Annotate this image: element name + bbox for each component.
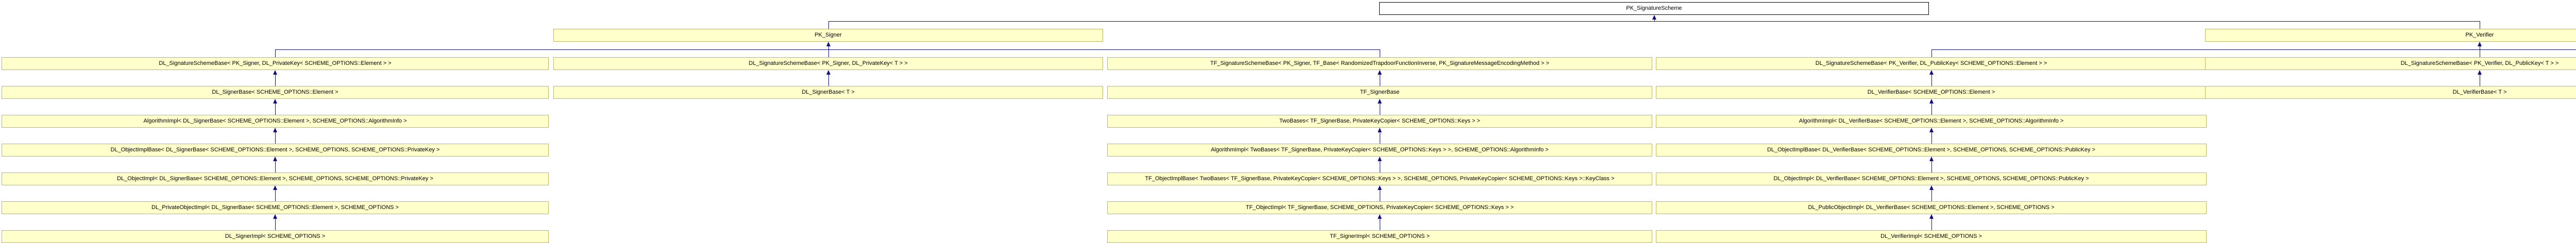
inheritance-edge	[1931, 136, 1932, 144]
inheritance-arrowhead	[1929, 214, 1934, 219]
inheritance-edge	[1931, 219, 1932, 223]
inheritance-arrowhead	[273, 185, 277, 190]
class-node-a8[interactable]: DL_PrivateObjectImpl< DL_SignerBase< SCH…	[2, 201, 549, 214]
inheritance-edge	[275, 75, 276, 79]
inheritance-edge	[1931, 165, 1932, 172]
inheritance-edge	[1931, 75, 1932, 79]
class-node-c7[interactable]: TF_ObjectImplBase< TwoBases< TF_SignerBa…	[1107, 172, 1652, 185]
class-node-d6[interactable]: DL_ObjectImplBase< DL_VerifierBase< SCHE…	[1656, 144, 2207, 157]
inheritance-edge	[1931, 103, 1932, 108]
class-node-pk_signature_scheme[interactable]: PK_SignatureScheme	[1379, 2, 1929, 15]
inheritance-edge	[275, 132, 276, 136]
inheritance-edge-bus	[1931, 49, 2576, 50]
inheritance-edge-bus	[275, 49, 1380, 50]
inheritance-arrowhead	[273, 70, 277, 75]
class-node-c3[interactable]: TF_SignatureSchemeBase< PK_Signer, TF_Ba…	[1107, 57, 1652, 70]
class-node-a3[interactable]: DL_SignatureSchemeBase< PK_Signer, DL_Pr…	[2, 57, 549, 70]
inheritance-edge	[275, 219, 276, 223]
class-node-b3[interactable]: DL_SignatureSchemeBase< PK_Signer, DL_Pr…	[553, 57, 1103, 70]
class-node-a4[interactable]: DL_SignerBase< SCHEME_OPTIONS::Element >	[2, 86, 549, 99]
inheritance-edge	[275, 190, 276, 194]
inheritance-edge	[275, 165, 276, 172]
inheritance-arrowhead	[2478, 70, 2482, 75]
inheritance-edge	[1931, 78, 1932, 86]
class-node-d9[interactable]: DL_VerifierImpl< SCHEME_OPTIONS >	[1656, 230, 2207, 243]
class-node-c4[interactable]: TF_SignerBase	[1107, 86, 1652, 99]
class-node-b4[interactable]: DL_SignerBase< T >	[553, 86, 1103, 99]
inheritance-edge	[275, 136, 276, 144]
class-node-c6[interactable]: AlgorithmImpl< TwoBases< TF_SignerBase, …	[1107, 144, 1652, 157]
inheritance-edge	[828, 78, 829, 86]
class-node-d4[interactable]: DL_VerifierBase< SCHEME_OPTIONS::Element…	[1656, 86, 2207, 99]
class-node-e3[interactable]: DL_SignatureSchemeBase< PK_Verifier, DL_…	[2205, 57, 2576, 70]
class-node-a5[interactable]: AlgorithmImpl< DL_SignerBase< SCHEME_OPT…	[2, 115, 549, 128]
inheritance-edge	[1931, 190, 1932, 194]
inheritance-edge	[1931, 132, 1932, 136]
inheritance-edge	[275, 103, 276, 108]
inheritance-edge	[828, 46, 829, 50]
inheritance-edge	[1931, 194, 1932, 201]
inheritance-arrowhead	[1378, 99, 1382, 103]
inheritance-edge	[1931, 49, 1932, 57]
class-node-d3[interactable]: DL_SignatureSchemeBase< PK_Verifier, DL_…	[1656, 57, 2207, 70]
inheritance-arrowhead	[1378, 214, 1382, 219]
inheritance-arrowhead	[1378, 185, 1382, 190]
inheritance-edge	[1654, 20, 1655, 22]
class-node-pk_verifier[interactable]: PK_Verifier	[2205, 29, 2576, 42]
inheritance-arrowhead	[1378, 70, 1382, 75]
inheritance-edge	[828, 21, 829, 29]
inheritance-edge	[275, 222, 276, 230]
class-node-d5[interactable]: AlgorithmImpl< DL_VerifierBase< SCHEME_O…	[1656, 115, 2207, 128]
inheritance-arrowhead	[1378, 128, 1382, 132]
class-node-pk_signer[interactable]: PK_Signer	[553, 29, 1103, 42]
class-node-a9[interactable]: DL_SignerImpl< SCHEME_OPTIONS >	[2, 230, 549, 243]
inheritance-arrowhead	[1929, 128, 1934, 132]
inheritance-edge	[275, 107, 276, 115]
class-node-e4[interactable]: DL_VerifierBase< T >	[2205, 86, 2576, 99]
class-node-a7[interactable]: DL_ObjectImpl< DL_SignerBase< SCHEME_OPT…	[2, 172, 549, 185]
inheritance-arrowhead	[273, 157, 277, 161]
inheritance-edge	[828, 49, 829, 57]
inheritance-arrowhead	[826, 70, 831, 75]
inheritance-edge	[275, 49, 276, 57]
inheritance-arrowhead	[1929, 157, 1934, 161]
inheritance-arrowhead	[1929, 185, 1934, 190]
class-node-d8[interactable]: DL_PublicObjectImpl< DL_VerifierBase< SC…	[1656, 201, 2207, 214]
inheritance-edge	[275, 194, 276, 201]
inheritance-edge	[275, 161, 276, 165]
class-node-c8[interactable]: TF_ObjectImpl< TF_SignerBase, SCHEME_OPT…	[1107, 201, 1652, 214]
class-node-a6[interactable]: DL_ObjectImplBase< DL_SignerBase< SCHEME…	[2, 144, 549, 157]
class-node-c5[interactable]: TwoBases< TF_SignerBase, PrivateKeyCopie…	[1107, 115, 1652, 128]
inheritance-arrowhead	[273, 214, 277, 219]
inheritance-arrowhead	[1929, 99, 1934, 103]
inheritance-arrowhead	[2478, 42, 2482, 46]
inheritance-arrowhead	[826, 42, 831, 46]
inheritance-arrowhead	[273, 99, 277, 103]
inheritance-edge	[1931, 107, 1932, 115]
class-node-c9[interactable]: TF_SignerImpl< SCHEME_OPTIONS >	[1107, 230, 1652, 243]
class-node-d7[interactable]: DL_ObjectImpl< DL_VerifierBase< SCHEME_O…	[1656, 172, 2207, 185]
inheritance-edge	[828, 75, 829, 79]
inheritance-edge	[1931, 222, 1932, 230]
inheritance-edge-bus	[828, 21, 2480, 22]
inheritance-edge	[1931, 161, 1932, 165]
inheritance-arrowhead	[1652, 15, 1656, 20]
inheritance-arrowhead	[1378, 157, 1382, 161]
inheritance-arrowhead	[1929, 70, 1934, 75]
inheritance-edge	[275, 78, 276, 86]
inheritance-arrowhead	[273, 128, 277, 132]
